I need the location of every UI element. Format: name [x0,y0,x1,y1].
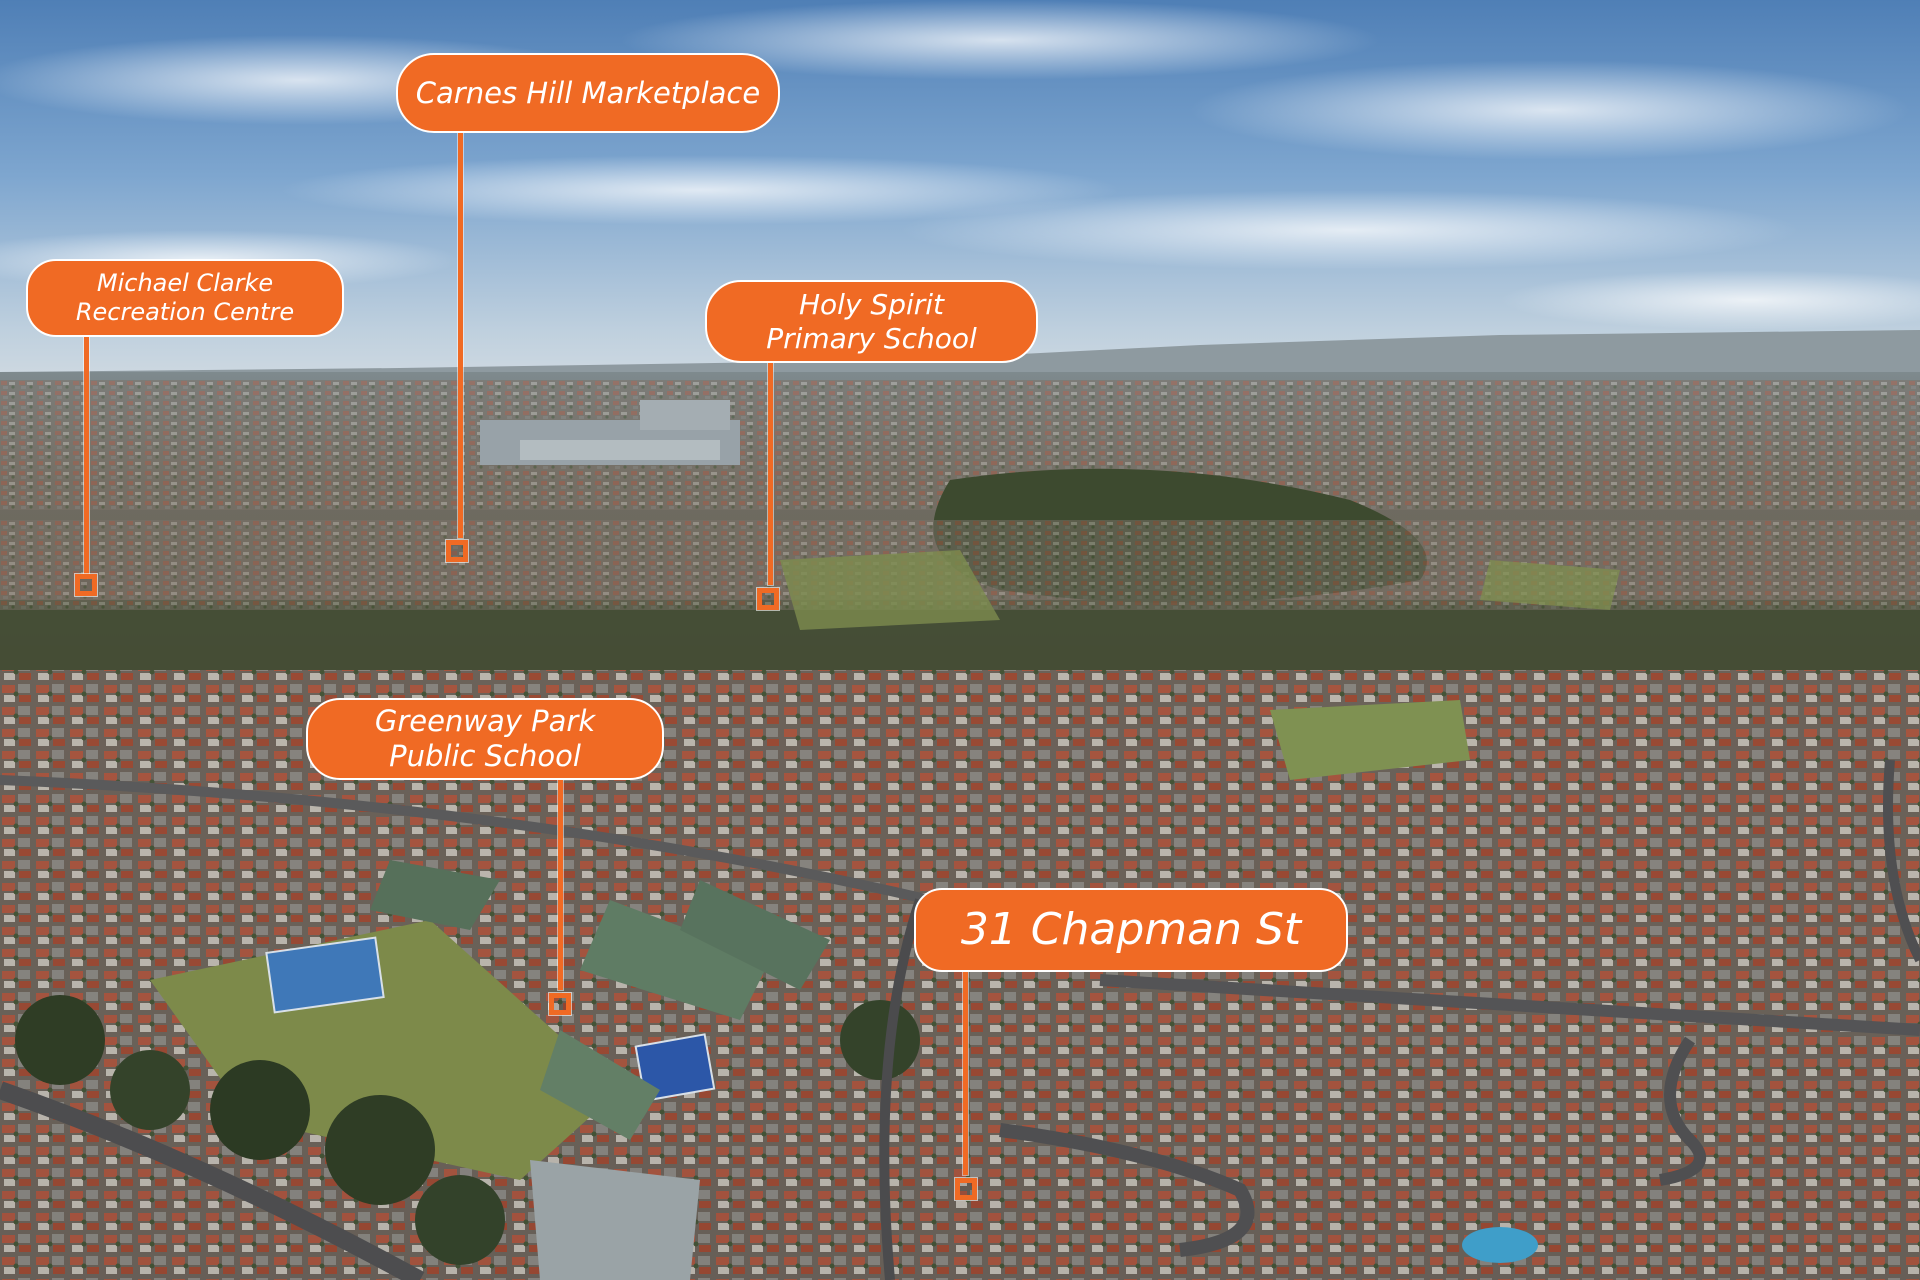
callout-label-greenway-park: Greenway Park Public School [306,698,664,780]
callout-label-chapman-st: 31 Chapman St [914,888,1348,972]
location-marker-holy-spirit [757,588,779,610]
location-marker-greenway-park [549,993,571,1015]
callout-label-michael-clarke: Michael Clarke Recreation Centre [26,259,344,337]
callout-stem-chapman-st [963,972,968,1175]
callout-line: Recreation Centre [75,298,295,326]
callout-line: Michael Clarke [96,269,274,298]
callout-label-holy-spirit: Holy Spirit Primary School [705,280,1038,363]
callout-line: 31 Chapman St [960,903,1302,955]
callout-line: Greenway Park [374,704,596,739]
callout-line: Primary School [766,321,977,355]
callout-stem-greenway-park [558,780,563,990]
callout-line: Carnes Hill Marketplace [415,75,761,110]
callout-line: Public School [389,739,581,773]
callout-stem-holy-spirit [768,363,773,585]
callout-label-carnes-hill: Carnes Hill Marketplace [396,53,780,133]
callout-line: Holy Spirit [798,287,945,321]
location-marker-chapman-st [955,1178,977,1200]
location-marker-carnes-hill [446,540,468,562]
location-marker-michael-clarke [75,574,97,596]
callout-stem-carnes-hill [458,133,463,538]
callout-stem-michael-clarke [84,337,89,575]
